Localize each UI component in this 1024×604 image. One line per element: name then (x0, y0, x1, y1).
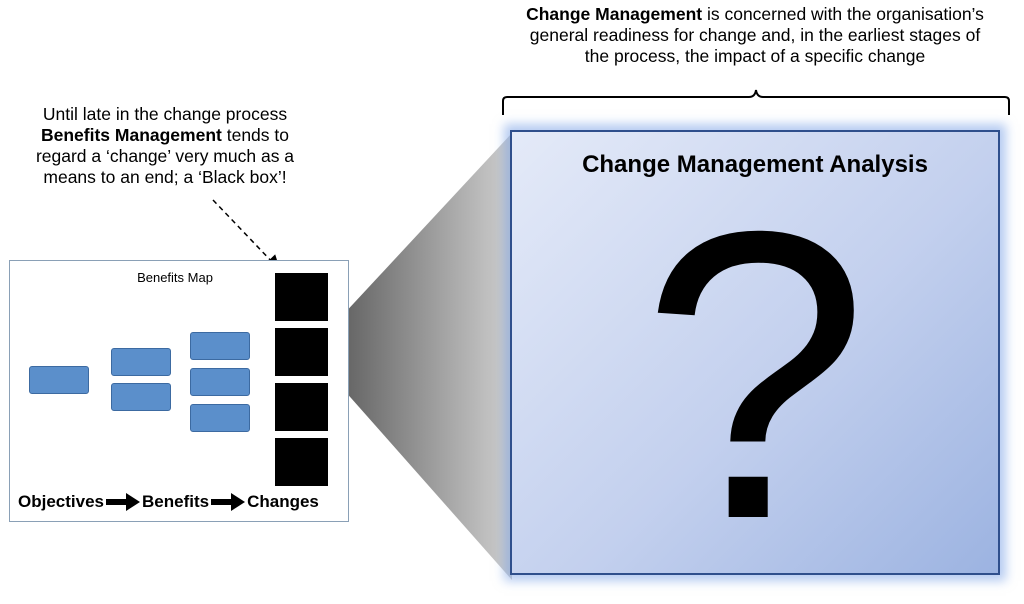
left-caption-line-2: tends to (221, 125, 289, 145)
flow-benefits: Benefits (142, 492, 210, 511)
question-mark-icon: ? (640, 146, 870, 604)
left-caption-line-4: means to an end; a ‘Black box’! (43, 167, 287, 187)
left-caption-bold-term: Benefits Management (40, 125, 222, 145)
dashed-pointer-arrow (212, 199, 281, 271)
benefits-map-title: Benefits Map (137, 270, 213, 285)
flow-objectives: Objectives (18, 492, 104, 511)
change-black-box (275, 438, 328, 486)
objectives-benefits-changes-flow: Objectives Benefits Changes (18, 492, 358, 512)
benefit-box (190, 368, 250, 396)
zoom-funnel (328, 133, 512, 580)
benefit-box (111, 348, 171, 376)
change-black-box (275, 273, 328, 321)
caption-bold-term: Change Management (526, 4, 703, 24)
objective-box (29, 366, 89, 394)
right-arrow-icon (211, 493, 246, 511)
left-caption-line-1: Until late in the change process (42, 104, 288, 124)
benefit-box (190, 404, 250, 432)
analysis-panel-title: Change Management Analysis (582, 151, 928, 178)
change-black-box (275, 383, 328, 431)
caption-line-1: is concerned with the organisation’s (702, 4, 984, 24)
left-caption-line-3: regard a ‘change’ very much as a (35, 146, 295, 166)
right-arrow-icon (106, 493, 140, 511)
caption-line-2: general readiness for change and, in the… (529, 25, 981, 45)
caption-line-3: the process, the impact of a specific ch… (584, 46, 926, 66)
benefit-box (190, 332, 250, 360)
benefit-box (111, 383, 171, 411)
flow-changes: Changes (247, 492, 319, 511)
change-management-analysis-panel (510, 130, 1000, 575)
top-bracket (502, 89, 1010, 115)
change-black-box-selected (275, 328, 328, 376)
benefits-management-caption: Until late in the change process Benefit… (0, 104, 330, 188)
change-management-caption: Change Management is concerned with the … (470, 4, 1024, 67)
